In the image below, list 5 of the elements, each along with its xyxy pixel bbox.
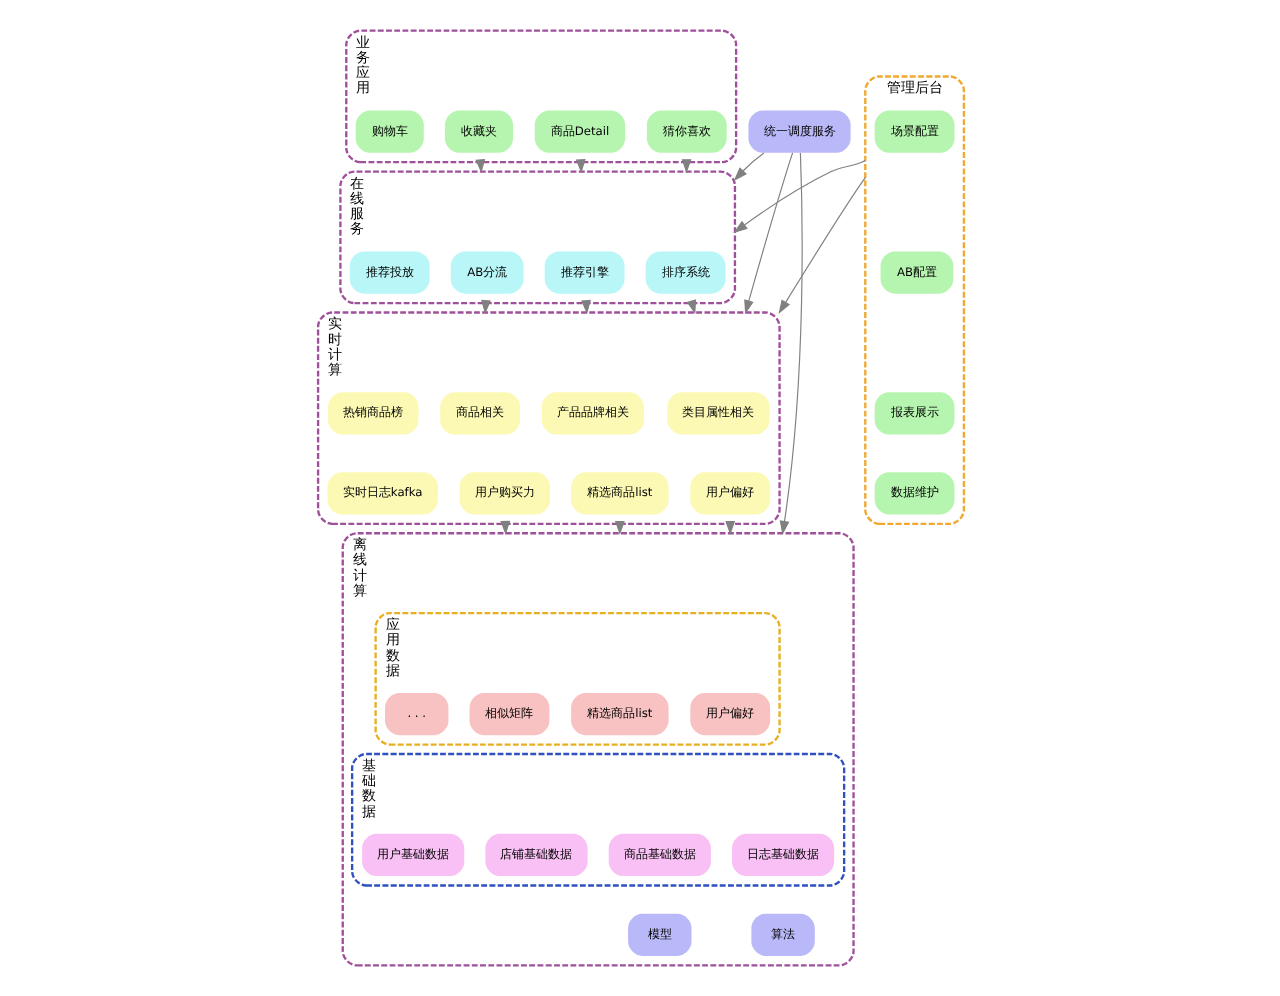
arrow xyxy=(732,152,764,182)
arrow xyxy=(732,160,865,234)
arrow xyxy=(778,152,802,535)
arrow xyxy=(743,152,793,315)
arrow xyxy=(777,177,865,314)
